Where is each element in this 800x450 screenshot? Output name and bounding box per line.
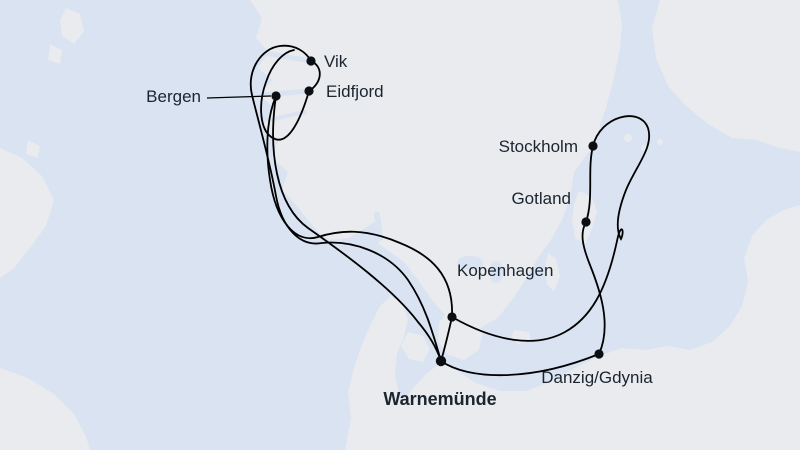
- route-path-stockholm-loop-kopenhagen: [451, 115, 651, 342]
- island-zealand: [438, 313, 483, 360]
- port-dot-gotland: [581, 217, 591, 227]
- fjord-hardanger: [259, 88, 312, 98]
- route-path-eidfjord-loop: [260, 49, 310, 141]
- route-path-danzig-gotland: [581, 221, 606, 355]
- island-aland-1: [624, 134, 632, 142]
- fjord-oslo: [374, 212, 383, 241]
- island-shetland-1: [60, 8, 84, 44]
- port-dot-vik: [306, 56, 316, 66]
- port-dot-stockholm: [588, 141, 598, 151]
- land-scandinavia: [250, 0, 622, 328]
- port-label-bergen: Bergen: [146, 87, 201, 106]
- fjord-sogne: [255, 49, 314, 64]
- port-dot-danzig-gdynia: [594, 349, 604, 359]
- route-path-warnemuende-danzig: [440, 353, 600, 377]
- island-oeland: [545, 253, 560, 292]
- land-baltic-south-coast: [385, 205, 800, 450]
- land-scotland: [0, 148, 54, 278]
- route-path-bergen-warnemuende: [272, 95, 442, 362]
- lake-vaenern: [457, 256, 483, 270]
- island-funen: [401, 332, 430, 362]
- port-label-gotland: Gotland: [511, 189, 571, 208]
- port-label-vik: Vik: [324, 52, 348, 71]
- lake-vaettern: [489, 261, 503, 283]
- label-leader-line: [206, 95, 272, 99]
- land-finland: [652, 0, 800, 152]
- port-dot-bergen: [271, 91, 281, 101]
- route-path-warnemuende-vik: [249, 44, 442, 362]
- land-england: [0, 368, 90, 450]
- port-label-danzig-gdynia: Danzig/Gdynia: [541, 368, 653, 387]
- routes-layer: [249, 44, 651, 377]
- island-aland-3: [657, 139, 663, 145]
- route-path-gotland-stockholm: [585, 145, 594, 223]
- port-label-eidfjord: Eidfjord: [326, 82, 384, 101]
- port-dot-eidfjord: [304, 86, 314, 96]
- land-jutland: [345, 296, 410, 450]
- port-label-kopenhagen: Kopenhagen: [457, 261, 553, 280]
- island-hebrides: [26, 140, 40, 158]
- island-shetland-2: [48, 44, 62, 64]
- island-gotland: [572, 191, 597, 244]
- port-dot-warnem-nde: [435, 355, 447, 367]
- port-label-warnem-nde: Warnemünde: [383, 389, 496, 409]
- port-label-stockholm: Stockholm: [499, 137, 578, 156]
- port-dot-kopenhagen: [447, 312, 457, 322]
